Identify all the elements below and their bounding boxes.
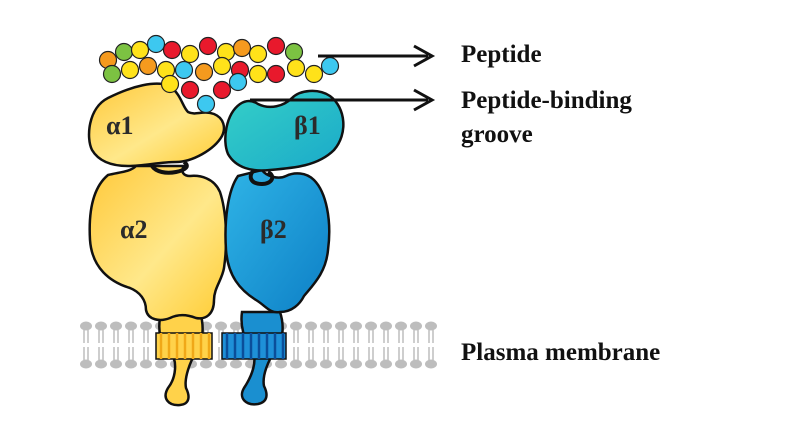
peptide-bead <box>284 42 304 62</box>
peptide-bead <box>228 72 248 92</box>
phospholipid <box>110 321 122 369</box>
membrane-label: Plasma membrane <box>461 339 661 366</box>
peptide-bead <box>232 38 252 58</box>
phospholipid <box>380 321 392 369</box>
peptide-bead <box>266 64 286 84</box>
alpha1-label: α1 <box>106 111 134 140</box>
phospholipid <box>425 321 437 369</box>
alpha-linker <box>150 160 189 175</box>
phospholipid <box>305 321 317 369</box>
peptide-bead <box>194 62 214 82</box>
peptide-bead <box>180 80 200 100</box>
groove-label-line1: Peptide-binding <box>461 87 632 114</box>
peptide-bead <box>180 44 200 64</box>
peptide-bead <box>198 36 218 56</box>
peptide-beads <box>98 34 340 114</box>
peptide-bead <box>102 64 122 84</box>
peptide-bead <box>174 60 194 80</box>
beta2-domain <box>224 168 331 314</box>
peptide-label: Peptide <box>461 41 542 68</box>
alpha2-label: α2 <box>120 215 148 244</box>
peptide-bead <box>248 64 268 84</box>
groove-label-line2: groove <box>461 121 533 148</box>
peptide-bead <box>320 56 340 76</box>
peptide-bead <box>196 94 216 114</box>
peptide-bead <box>146 34 166 54</box>
beta-transmembrane-helix <box>221 332 287 360</box>
phospholipid <box>350 321 362 369</box>
phospholipid <box>140 321 152 369</box>
alpha-transmembrane-helix <box>155 332 213 360</box>
phospholipid <box>125 321 137 369</box>
phospholipid <box>290 321 302 369</box>
beta1-label: β1 <box>294 111 321 140</box>
plasma-membrane <box>80 321 437 369</box>
alpha1-domain <box>87 82 226 168</box>
peptide-bead <box>212 56 232 76</box>
phospholipid <box>320 321 332 369</box>
phospholipid <box>95 321 107 369</box>
peptide-bead <box>212 80 232 100</box>
beta2-label: β2 <box>260 215 287 244</box>
peptide-bead <box>286 58 306 78</box>
alpha2-domain <box>88 164 228 322</box>
beta1-domain <box>224 89 345 172</box>
beta-linker <box>248 168 275 187</box>
peptide-bead <box>120 60 140 80</box>
peptide-bead <box>138 56 158 76</box>
phospholipid <box>395 321 407 369</box>
peptide-bead <box>248 44 268 64</box>
peptide-bead <box>304 64 324 84</box>
phospholipid <box>410 321 422 369</box>
phospholipid <box>365 321 377 369</box>
peptide-arrow <box>318 44 436 68</box>
peptide-bead <box>160 74 180 94</box>
phospholipid <box>80 321 92 369</box>
peptide-bead <box>130 40 150 60</box>
groove-arrow <box>250 88 436 112</box>
peptide-bead <box>114 42 134 62</box>
peptide-bead <box>266 36 286 56</box>
phospholipid <box>335 321 347 369</box>
peptide-bead <box>162 40 182 60</box>
